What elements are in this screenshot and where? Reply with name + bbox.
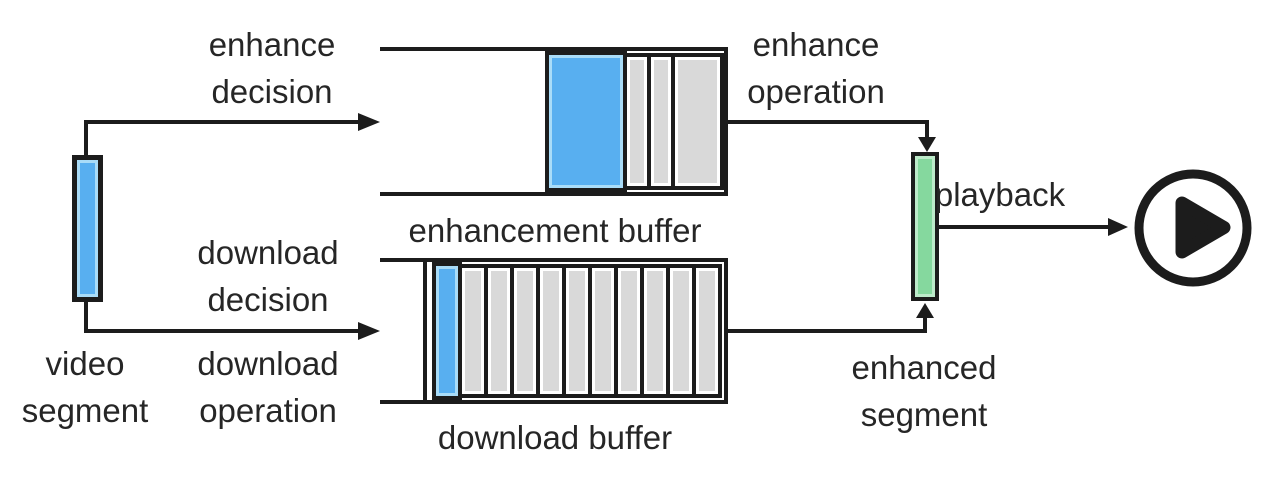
- enhanced-segment-arrowhead-icon: [916, 303, 934, 318]
- enhance-decision-label: enhance decision: [209, 21, 336, 115]
- enhancement-buffer-block-gray: [671, 53, 724, 190]
- download-buffer-block-gray: [510, 264, 540, 398]
- video-segment-label-line2: segment: [21, 392, 149, 429]
- enhance-decision-arrowhead-icon: [358, 113, 380, 131]
- playback-label: playback: [934, 176, 1066, 213]
- enhancement-buffer: [380, 47, 728, 196]
- enhance-operation-label: enhance operation: [747, 21, 885, 115]
- download-buffer-label: download buffer: [437, 419, 673, 456]
- enhance-operation-arrowhead-icon: [918, 137, 936, 152]
- download-buffer-left-wall: [423, 262, 427, 400]
- enhance-decision-wire: [84, 120, 360, 155]
- enhance-operation-label-line2: operation: [747, 73, 885, 110]
- download-operation-label-line2: operation: [199, 392, 337, 429]
- enhanced-segment-label-line1: enhanced: [851, 349, 997, 386]
- enhancement-buffer-block-blue: [545, 51, 627, 192]
- enhanced-segment-label: enhanced segment: [852, 344, 997, 438]
- playback-arrowhead-icon: [1108, 218, 1128, 236]
- enhanced-segment-label-line2: segment: [860, 396, 988, 433]
- download-decision-wire: [84, 302, 360, 333]
- video-segment-label: video segment: [22, 340, 149, 434]
- download-buffer-block-gray: [640, 264, 670, 398]
- video-segment-label-line1: video: [45, 345, 125, 382]
- download-decision-arrowhead-icon: [358, 322, 380, 340]
- enhance-decision-label-line1: enhance: [208, 26, 336, 63]
- enhancement-buffer-blocks: [380, 51, 724, 192]
- download-operation-label-line1: download: [197, 345, 339, 382]
- download-buffer: [380, 258, 728, 404]
- download-buffer-blocks: [380, 262, 724, 400]
- download-decision-label-line1: download: [197, 234, 339, 271]
- download-operation-label: download operation: [197, 340, 338, 434]
- download-decision-label: download decision: [197, 229, 338, 323]
- play-icon: [1134, 169, 1252, 287]
- download-buffer-block-gray: [458, 264, 488, 398]
- video-segment-node: [72, 155, 103, 302]
- enhancement-buffer-block-gray: [623, 53, 651, 190]
- enhancement-buffer-label: enhancement buffer: [408, 212, 702, 249]
- enhance-operation-label-line1: enhance: [752, 26, 880, 63]
- enhance-decision-label-line2: decision: [211, 73, 333, 110]
- enhanced-segment-node: [911, 152, 939, 301]
- enhanced-segment-wire: [728, 317, 927, 333]
- download-buffer-block-gray: [692, 264, 722, 398]
- enhance-operation-wire: [728, 120, 929, 138]
- download-decision-label-line2: decision: [207, 281, 329, 318]
